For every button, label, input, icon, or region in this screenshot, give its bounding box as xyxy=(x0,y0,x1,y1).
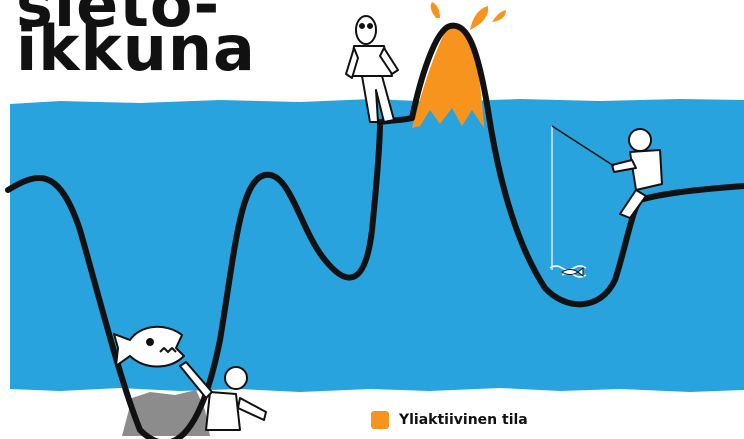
fisherman-figure xyxy=(551,125,663,219)
arousal-curve xyxy=(5,22,744,439)
small-fish xyxy=(561,266,584,278)
title-line-2: ikkuna xyxy=(16,12,256,85)
legend-label: Yliaktiivinen tila xyxy=(399,412,528,428)
piranha-fish xyxy=(113,325,185,368)
legend-swatch xyxy=(371,411,389,429)
legend: Yliaktiivinen tila xyxy=(371,409,528,431)
volcano-flame xyxy=(412,25,484,128)
tolerance-window-band xyxy=(10,99,744,392)
lava-drop-1 xyxy=(430,2,440,18)
anxious-person-figure xyxy=(345,15,399,123)
title-line-1: sieto- xyxy=(16,0,221,41)
lava-drop-2 xyxy=(470,6,489,30)
drowning-person-figure xyxy=(179,361,267,431)
lava-drop-3 xyxy=(492,10,506,22)
